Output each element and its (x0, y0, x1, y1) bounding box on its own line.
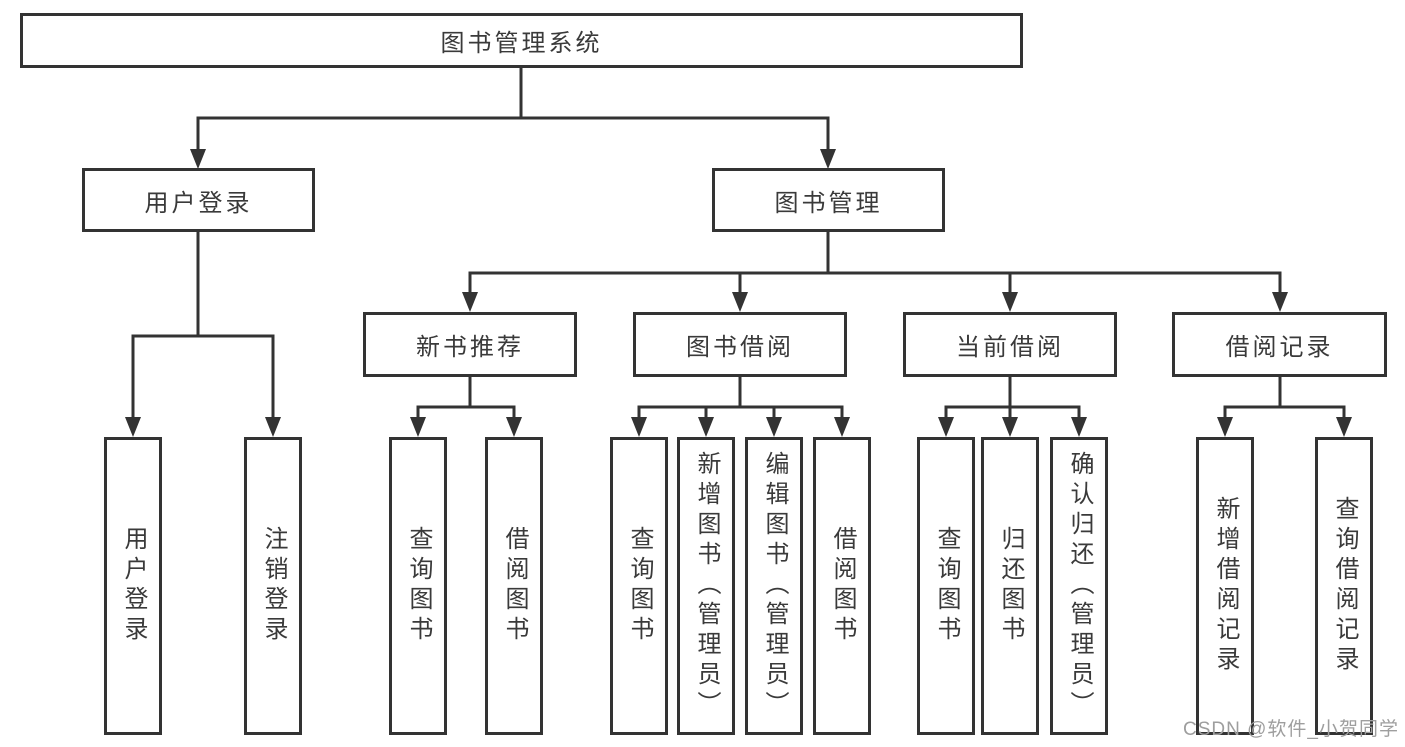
node-user-login: 用户登录 (82, 168, 315, 232)
connector-borrow-record-to-leaves (1217, 375, 1352, 437)
leaf-query-books-current: 查询图书 (917, 437, 975, 735)
node-new-book-recommend: 新书推荐 (363, 312, 577, 377)
connector-current-borrow-to-leaves (938, 375, 1087, 437)
leaf-borrow-books: 借阅图书 (813, 437, 871, 735)
leaf-add-borrow-record: 新增借阅记录 (1196, 437, 1254, 735)
leaf-add-books-admin: 新增图书（管理员） (677, 437, 735, 735)
leaf-confirm-return-admin: 确认归还（管理员） (1050, 437, 1108, 735)
connector-book-borrow-to-leaves (631, 375, 850, 437)
leaf-query-books-borrow: 查询图书 (610, 437, 668, 735)
node-borrow-record: 借阅记录 (1172, 312, 1387, 377)
leaf-edit-books-admin: 编辑图书（管理员） (745, 437, 803, 735)
connector-user-login-to-leaves (125, 230, 281, 437)
connector-new-book-to-leaves (410, 375, 522, 437)
connector-root-to-level2 (190, 66, 836, 169)
node-current-borrow: 当前借阅 (903, 312, 1117, 377)
leaf-return-books: 归还图书 (981, 437, 1039, 735)
leaf-borrow-books-recommend: 借阅图书 (485, 437, 543, 735)
connector-book-management-to-level3 (462, 230, 1288, 312)
leaf-logout: 注销登录 (244, 437, 302, 735)
leaf-query-books-recommend: 查询图书 (389, 437, 447, 735)
leaf-query-borrow-record: 查询借阅记录 (1315, 437, 1373, 735)
node-library-system: 图书管理系统 (20, 13, 1023, 68)
watermark: CSDN @软件_小贺同学 (1183, 719, 1399, 740)
leaf-user-login: 用户登录 (104, 437, 162, 735)
node-book-management: 图书管理 (712, 168, 945, 232)
node-book-borrow: 图书借阅 (633, 312, 847, 377)
